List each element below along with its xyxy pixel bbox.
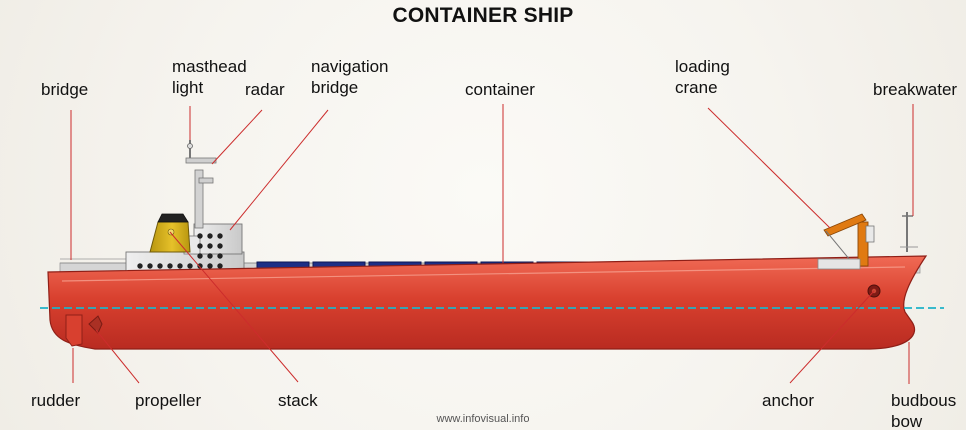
label-anchor: anchor [762,391,814,410]
ship-hull [47,255,928,350]
leader-lines [70,104,914,384]
label-bridge: bridge [41,80,89,99]
leader-line-stack [169,231,299,383]
leader-line-loading-crane [707,107,831,229]
label-loading-crane: loading crane [675,57,730,97]
leader-line-navigation-bridge [229,109,329,231]
label-rudder: rudder [31,391,81,410]
leader-line-radar [211,109,263,165]
mast [185,140,217,229]
bow-mast [900,212,918,252]
diagram-title: CONTAINER SHIP [392,4,574,27]
label-stack: stack [278,391,318,410]
label-breakwater: breakwater [873,80,958,99]
rudder-shape [65,314,83,347]
label-budbous-bow: budbous bow [891,391,957,430]
label-propeller: propeller [135,391,202,410]
label-masthead-light: masthead light [172,57,247,97]
label-navigation-bridge: navigation bridge [311,57,389,97]
crane [823,213,875,267]
leader-line-propeller [95,329,140,384]
propeller-shape [88,315,103,334]
credit-text: www.infovisual.info [436,413,530,425]
leader-line-anchor [789,290,875,384]
funnel [149,213,191,253]
label-radar: radar [245,80,285,99]
label-container: container [465,80,535,99]
